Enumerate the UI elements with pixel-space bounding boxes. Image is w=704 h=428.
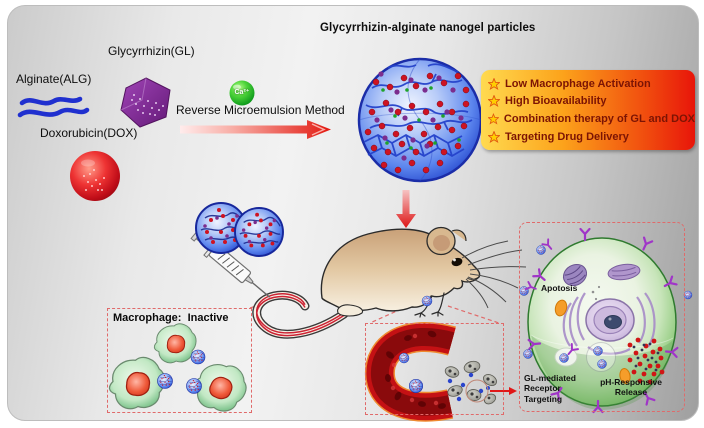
macrophage-panel-box: [107, 308, 252, 413]
calcium-ion-label: Ca²⁺: [234, 89, 250, 96]
gl-targeting-label: GL-mediated Receptor Targeting: [524, 373, 576, 404]
benefit-text: Low Macrophage Activation: [505, 77, 651, 90]
benefit-item: Low Macrophage Activation: [488, 75, 695, 93]
tumor-cell-diagram: [519, 227, 693, 414]
down-arrow-icon: [396, 190, 416, 228]
mitochondria: [562, 263, 641, 287]
method-label: Reverse Microemulsion Method: [176, 103, 345, 117]
alginate-waves: [17, 96, 90, 118]
ca-crosslink-dots: [381, 86, 461, 150]
macrophage-panel-label: Macrophage: Inactive: [113, 312, 229, 324]
apoptosis-label: Apotosis: [541, 283, 578, 293]
cell-panel-box: [519, 222, 685, 412]
apoptosis-dots: [591, 285, 601, 301]
tumor-cells: [444, 360, 517, 405]
doxorubicin-sphere: [70, 151, 120, 201]
ph-release-label: pH-Responsive Release: [600, 377, 662, 398]
dox-dots: [364, 72, 470, 174]
released-dox-dots: [627, 337, 665, 385]
macrophages: [108, 323, 247, 412]
mouse-tail: [252, 290, 349, 339]
star-icon: [488, 112, 499, 125]
mouse-body: [320, 228, 481, 312]
nanogel-sphere: [357, 57, 483, 183]
figure-title: Glycyrrhizin-alginate nanogel particles: [320, 22, 536, 34]
gl-dots: [374, 71, 464, 161]
blood-vessel-panel-box: [365, 323, 504, 415]
benefit-text: High Bioavailability: [505, 95, 607, 108]
blood-cells: [384, 330, 446, 409]
nanogel-at-tumor-site: [421, 295, 433, 307]
glycyrrhizin-crystal: [120, 77, 171, 128]
star-icon: [488, 77, 500, 90]
benefit-item: High Bioavailability: [488, 93, 695, 111]
doxorubicin-label: Doxorubicin(DOX): [40, 126, 138, 140]
mouse-eye-glint: [453, 258, 456, 262]
benefit-text: Combination therapy of GL and DOX: [503, 112, 695, 125]
glycyrrhizin-label: Glycyrrhizin(GL): [108, 44, 195, 58]
vessel-to-cell-arrow: [490, 387, 517, 395]
mouse-ear-inner: [433, 235, 450, 251]
lysosomes: [554, 299, 631, 384]
benefit-item: Targeting Drug Delivery: [488, 128, 695, 146]
alginate-label: Alginate(ALG): [16, 72, 92, 86]
mouse-whiskers: [461, 240, 527, 309]
highlight-circle: [465, 379, 489, 403]
released-gl-dots: [632, 342, 660, 372]
injected-nanogel-particles: [195, 202, 284, 257]
benefit-text: Targeting Drug Delivery: [505, 130, 629, 143]
mouse-ear-back: [451, 229, 467, 242]
star-icon: [488, 130, 500, 143]
benefits-box: Low Macrophage Activation High Bioavaila…: [481, 70, 695, 150]
mouse: [320, 226, 527, 318]
star-icon: [488, 95, 500, 108]
method-arrow: [180, 120, 331, 139]
endosome: [586, 342, 616, 372]
mouse-hind-foot: [337, 304, 364, 317]
blood-vessel: [364, 322, 456, 422]
mouse-mouth: [466, 276, 480, 280]
entry-vesicle: [554, 342, 579, 367]
calcium-sphere: [229, 80, 255, 106]
mouse-front-legs: [414, 292, 445, 318]
benefit-item: Combination therapy of GL and DOX: [488, 110, 695, 128]
nucleus: [585, 298, 635, 342]
